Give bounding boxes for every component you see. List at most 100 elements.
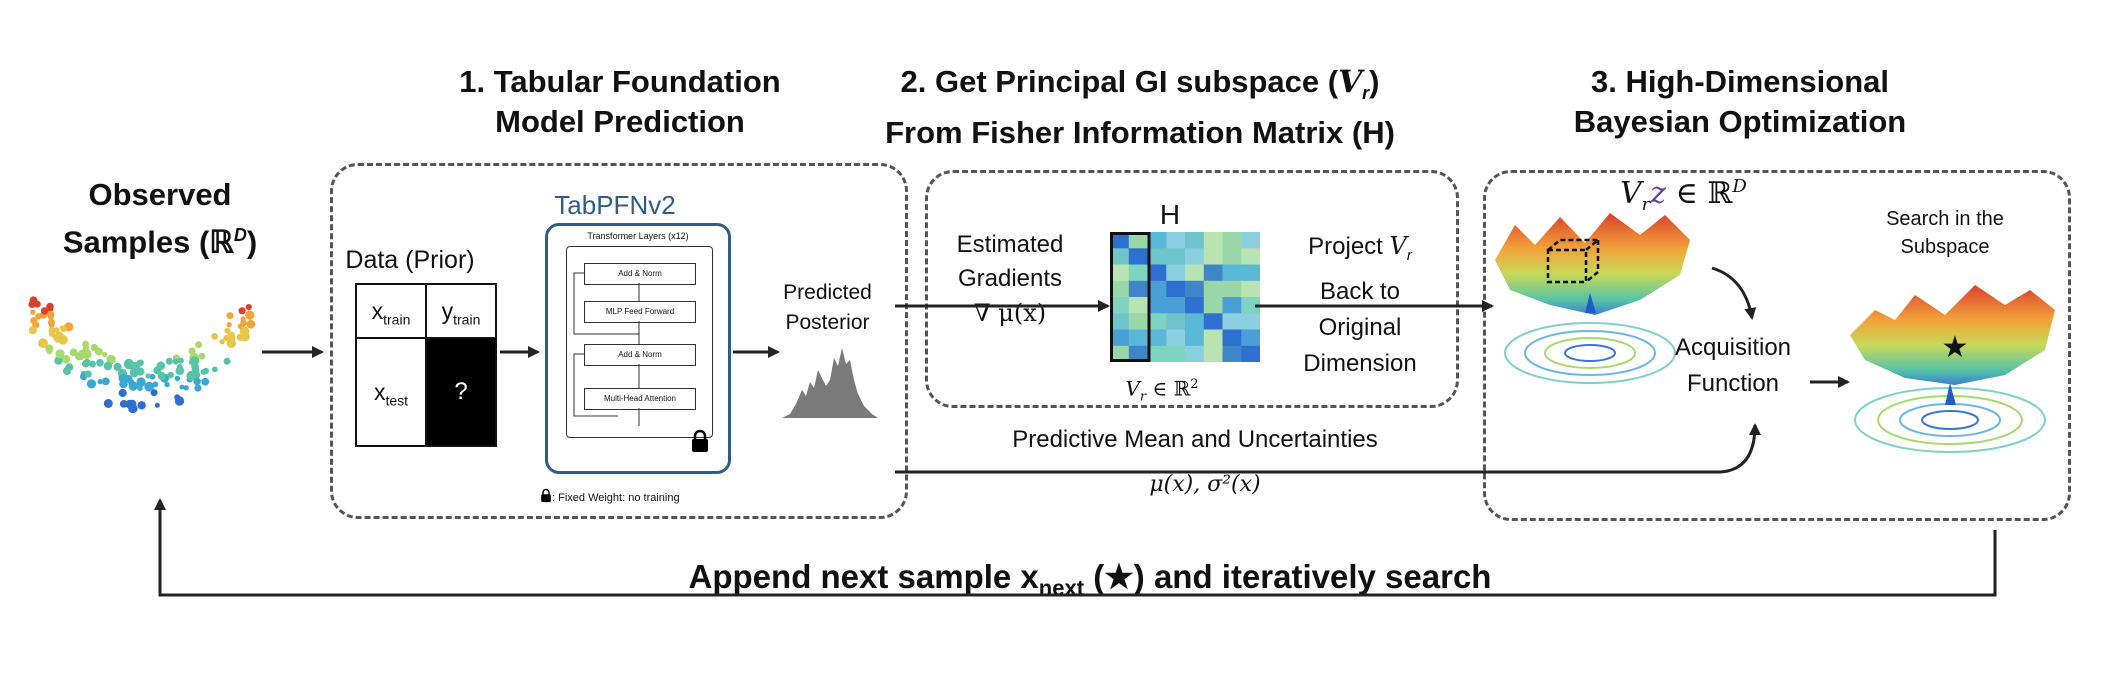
matrix-cell: [1222, 297, 1242, 314]
matrix-cell: [1128, 345, 1149, 362]
y-train-cell: ytrain: [427, 285, 495, 339]
stage1-title-line2: Model Prediction: [495, 104, 745, 139]
sample-point: [239, 326, 250, 336]
matrix-cell: [1241, 313, 1260, 331]
sample-point: [247, 313, 253, 319]
sample-point: [150, 389, 158, 397]
star-marker: ★: [1941, 330, 1969, 365]
matrix-cell: [1222, 248, 1242, 266]
landscape-plot-right: [1850, 285, 2055, 453]
tabpfn-model: Transformer Layers (x12) Add & Norm MLP …: [545, 223, 731, 474]
sample-point: [65, 363, 74, 372]
layer-attention: Multi-Head Attention: [584, 388, 696, 410]
sample-point: [172, 358, 179, 365]
sample-point: [245, 304, 252, 311]
matrix-cell: [1222, 280, 1242, 298]
matrix-cell: [1222, 232, 1242, 249]
matrix-cell: [1203, 297, 1224, 314]
sample-point: [167, 371, 174, 379]
sample-point: [118, 373, 128, 383]
matrix-cell: [1185, 345, 1205, 362]
layer-connectors: [573, 272, 640, 426]
sample-point: [55, 349, 65, 359]
sample-point: [174, 375, 181, 382]
sample-point: [102, 351, 108, 358]
sample-point: [175, 366, 185, 375]
sample-point: [60, 325, 67, 333]
sample-point: [137, 401, 146, 410]
matrix-cell: [1185, 329, 1205, 347]
matrix-cell: [1128, 313, 1149, 331]
fisher-matrix-label: H: [1159, 199, 1181, 230]
matrix-cell: [1203, 248, 1224, 266]
matrix-cell: [1241, 264, 1260, 282]
search-label: Search in the Subspace: [1886, 208, 2004, 258]
matrix-cell: [1110, 313, 1130, 331]
matrix-cell: [1166, 232, 1186, 249]
matrix-cell: [1147, 345, 1167, 362]
loop-label: Append next sample xnext (★) and iterati…: [688, 558, 1492, 601]
matrix-cell: [1110, 280, 1130, 298]
fixed-weight-note: : Fixed Weight: no training: [540, 488, 770, 504]
sample-point: [90, 343, 98, 352]
sample-point: [198, 352, 206, 360]
arrow-predictive: [895, 423, 1761, 474]
predictive-formula: μ(x), σ²(x): [1149, 472, 1261, 497]
sample-point: [40, 307, 49, 315]
x-test-cell: xtest: [357, 339, 427, 445]
arrow-landscape-to-acq: [1711, 266, 1757, 320]
x-train-cell: xtrain: [357, 285, 427, 339]
sample-point: [154, 402, 160, 408]
matrix-cell: [1147, 264, 1167, 282]
sample-point: [236, 333, 244, 341]
sample-point: [165, 357, 173, 365]
observed-title-line1: Observed: [88, 177, 232, 212]
sample-point: [61, 355, 71, 364]
sample-point: [246, 319, 256, 329]
matrix-cell: [1185, 264, 1205, 282]
matrix-cell: [1128, 264, 1149, 282]
matrix-cell: [1241, 248, 1260, 266]
arrow-loop: [154, 498, 1997, 597]
sample-point: [128, 381, 138, 391]
matrix-cell: [1128, 297, 1149, 314]
sample-point: [89, 360, 96, 368]
stage1-title: 1. Tabular Foundation Model Prediction: [395, 62, 845, 142]
matrix-cell: [1166, 264, 1186, 282]
lock-icon: [692, 429, 708, 452]
matrix-cell: [1147, 297, 1167, 314]
matrix-cell: [1147, 232, 1167, 249]
sample-point: [188, 347, 196, 355]
sample-point: [83, 358, 91, 367]
matrix-cell: [1166, 329, 1186, 347]
data-prior-label: Data (Prior): [345, 246, 475, 274]
predictive-label: Predictive Mean and Uncertainties: [1012, 426, 1378, 453]
matrix-cell: [1110, 297, 1130, 314]
observed-title-line2: Samples (ℝD): [62, 224, 258, 260]
matrix-cell: [1241, 232, 1260, 249]
matrix-cell: [1203, 329, 1224, 347]
matrix-cell: [1185, 280, 1205, 298]
sample-point: [113, 362, 122, 372]
sample-point: [48, 330, 55, 337]
matrix-cell: [1128, 329, 1149, 347]
sample-point: [179, 384, 185, 390]
sample-point: [38, 338, 48, 348]
matrix-cell: [1166, 313, 1186, 331]
data-table: xtrain ytrain xtest ?: [355, 283, 497, 447]
sample-point: [101, 377, 110, 386]
matrix-cell: [1110, 345, 1130, 362]
sample-point: [226, 312, 234, 320]
fisher-matrix: [1110, 232, 1260, 362]
matrix-cell: [1110, 264, 1130, 282]
stage2-title-line2: From Fisher Information Matrix (H): [885, 115, 1395, 151]
layer-mlp: MLP Feed Forward: [584, 301, 696, 323]
sample-point: [200, 369, 207, 375]
matrix-cell: [1166, 345, 1186, 362]
sample-point: [129, 368, 139, 378]
observed-title: Observed Samples (ℝD): [10, 175, 310, 262]
sample-point: [149, 373, 156, 380]
stage2-title: 2. Get Principal GI subspace (Vr) From F…: [835, 62, 1445, 153]
matrix-cell: [1203, 280, 1224, 298]
sample-point: [58, 335, 68, 345]
